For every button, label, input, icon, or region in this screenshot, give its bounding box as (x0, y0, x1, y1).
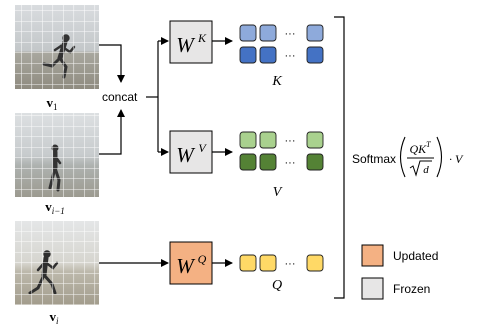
svg-text:W: W (176, 254, 196, 278)
token-square (306, 24, 324, 42)
token-square (306, 131, 324, 149)
token-square (259, 254, 277, 272)
svg-text:V: V (198, 141, 207, 155)
weight-wq: W Q (169, 241, 213, 285)
frame-v1 (15, 5, 99, 89)
attention-formula: Softmax QKT d · V (352, 136, 464, 178)
frame-label-vi: vi (49, 309, 59, 326)
sqrt-sign (409, 160, 432, 177)
token-square (239, 254, 257, 272)
token-square (239, 24, 257, 42)
token-square (306, 254, 324, 272)
token-square (239, 153, 257, 171)
legend-swatch-frozen (361, 277, 384, 300)
token-ellipsis: ··· (285, 258, 296, 270)
svg-text:Q: Q (198, 252, 207, 266)
right-paren (436, 136, 443, 178)
token-ellipsis: ··· (285, 50, 296, 62)
token-square (239, 46, 257, 64)
q-label: Q (272, 278, 282, 293)
svg-text:K: K (197, 31, 207, 45)
legend: Updated Frozen (361, 244, 438, 300)
softmax-label: Softmax (352, 152, 396, 166)
token-ellipsis: ··· (285, 135, 296, 147)
token-ellipsis: ··· (285, 157, 296, 169)
legend-label-frozen: Frozen (393, 282, 430, 296)
denominator: d (423, 164, 429, 176)
token-square (306, 46, 324, 64)
k-label: K (271, 74, 282, 89)
token-square (259, 131, 277, 149)
times-v: · V (449, 152, 464, 166)
legend-label-updated: Updated (393, 249, 438, 263)
token-square (306, 153, 324, 171)
weight-wk: W K (169, 20, 213, 64)
token-square (259, 24, 277, 42)
legend-swatch-updated (361, 244, 384, 267)
frame-vi-1 (15, 113, 99, 197)
frame-label-v1: v1 (47, 95, 58, 112)
value-tokens: ··· ··· (239, 131, 324, 171)
token-square (239, 131, 257, 149)
query-tokens: ··· (239, 254, 324, 272)
connectors (99, 16, 345, 299)
key-tokens: ··· ··· (239, 24, 324, 64)
numerator: QKT (409, 140, 431, 156)
weight-wv: W V (169, 130, 213, 174)
token-square (259, 153, 277, 171)
left-paren (399, 136, 406, 178)
frame-label-vi-1: vi−1 (45, 199, 65, 216)
token-ellipsis: ··· (285, 28, 296, 40)
svg-text:W: W (176, 33, 196, 57)
v-label: V (273, 185, 283, 200)
concat-label: concat (102, 90, 138, 104)
svg-text:W: W (176, 143, 196, 167)
frame-vi (15, 221, 99, 305)
token-square (259, 46, 277, 64)
